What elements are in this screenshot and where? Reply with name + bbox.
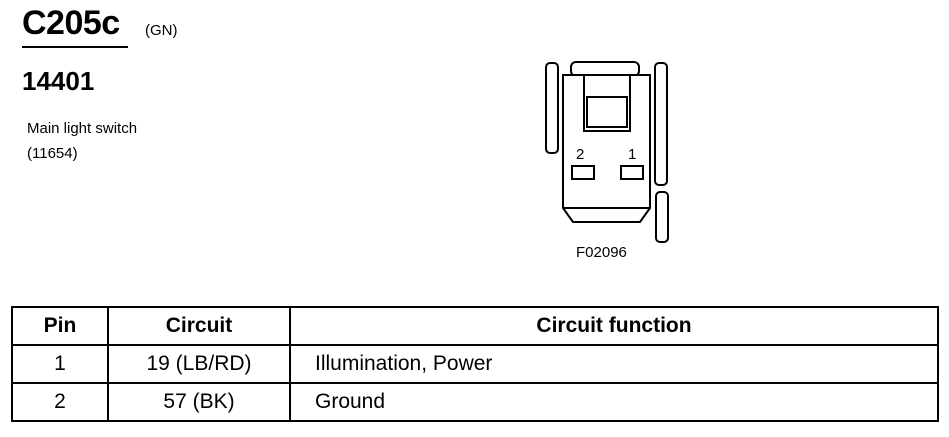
pin-cell: 2	[11, 382, 109, 422]
pin-cell: 1	[11, 344, 109, 384]
color-code: (GN)	[145, 22, 178, 39]
circuit-cell: 19 (LB/RD)	[107, 344, 291, 384]
table-header-row: Pin Circuit Circuit function	[11, 306, 939, 346]
table-row: 1 19 (LB/RD) Illumination, Power	[11, 344, 939, 384]
function-cell: Ground	[289, 382, 939, 422]
lower-right-arm	[655, 191, 669, 243]
function-cell: Illumination, Power	[289, 344, 939, 384]
figure-code: F02096	[576, 244, 627, 261]
component-description: Main light switch	[27, 120, 138, 137]
component-part-code: (11654)	[27, 145, 78, 162]
lock-window	[586, 96, 628, 128]
header-circuit-function: Circuit function	[289, 306, 939, 346]
left-latch-arm	[545, 62, 559, 154]
pinout-table: Pin Circuit Circuit function 1 19 (LB/RD…	[11, 306, 939, 422]
title-underline	[22, 46, 128, 48]
pin-label-1: 1	[628, 146, 636, 163]
right-latch-arm	[654, 62, 668, 186]
circuit-cell: 57 (BK)	[107, 382, 291, 422]
header-pin: Pin	[11, 306, 109, 346]
top-tab	[570, 61, 640, 77]
pin-label-2: 2	[576, 146, 584, 163]
part-number: 14401	[22, 66, 95, 96]
connector-face-diagram: 2 1	[545, 61, 669, 243]
connector-id: C205c	[22, 4, 120, 42]
header-circuit: Circuit	[107, 306, 291, 346]
pin-cavity-2	[571, 165, 595, 180]
table-row: 2 57 (BK) Ground	[11, 382, 939, 422]
pin-cavity-1	[620, 165, 644, 180]
